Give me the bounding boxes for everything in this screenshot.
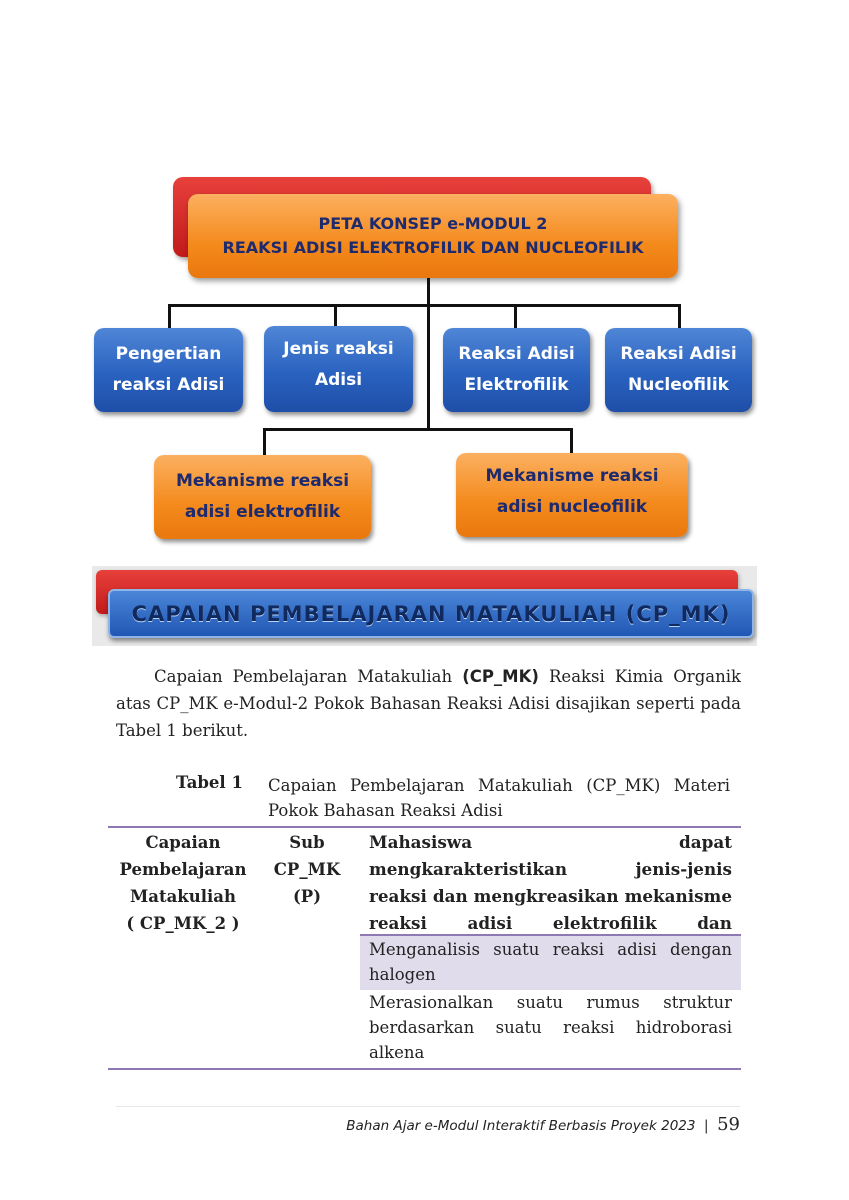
node-line: Mekanisme reaksi [175,471,350,491]
cell-line: (P) [292,887,322,906]
cell-line: Pembelajaran [119,860,247,879]
table-cell-capaian: Capaian Pembelajaran Matakuliah ( CP_MK_… [108,829,258,937]
table-caption-label: Tabel 1 [176,773,243,792]
node-line: Mekanisme reaksi [485,466,659,486]
connector-drop-4 [678,304,681,328]
table-row-highlight [360,936,741,990]
connector-trunk [427,278,430,428]
node-line: adisi nucleofilik [496,497,648,517]
table-top-rule [108,826,741,828]
table-row-rule [360,934,741,936]
connector-branch-top [168,304,681,307]
node-mekanisme-elektrofilik: Mekanisme reaksi adisi elektrofilik [154,455,371,539]
node-line: Nucleofilik [627,375,729,395]
cell-line: Capaian [145,833,221,852]
connector-drop-2 [334,304,337,326]
connector-drop-1 [168,304,171,328]
concept-map-title-line1: PETA KONSEP e-MODUL 2 [318,214,548,233]
footer-divider [116,1106,740,1107]
node-line: Jenis reaksi [283,339,394,359]
node-line: Adisi [314,370,363,390]
paragraph-part1: Capaian Pembelajaran Matakuliah [154,667,463,686]
intro-paragraph: Capaian Pembelajaran Matakuliah (CP_MK) … [116,663,741,744]
section-banner-text: CAPAIAN PEMBELAJARAN MATAKULIAH (CP_MK) [131,601,731,626]
connector-branch-bottom [263,428,573,431]
node-line: Pengertian [115,344,222,364]
connector-drop-6 [570,428,573,453]
page-footer: Bahan Ajar e-Modul Interaktif Berbasis P… [300,1114,740,1135]
connector-drop-3 [514,304,517,328]
cell-line: CP_MK [273,860,341,879]
footer-text: Bahan Ajar e-Modul Interaktif Berbasis P… [346,1118,696,1134]
node-line: Elektrofilik [464,375,569,395]
node-line: Reaksi Adisi [458,344,575,364]
table-cell-sub-item-1: Menganalisis suatu reaksi adisi dengan h… [369,940,732,984]
table-caption-text: Capaian Pembelajaran Matakuliah (CP_MK) … [268,776,730,820]
page-number: 59 [717,1114,740,1135]
node-line: adisi elektrofilik [184,502,341,522]
paragraph-part2: Reaksi Kimia Organik atas CP_MK e-Modul-… [116,667,741,740]
concept-map-title-line2: REAKSI ADISI ELEKTROFILIK DAN NUCLEOFILI… [222,238,644,257]
table-cell-sub-item-2: Merasionalkan suatu rumus struktur berda… [369,993,732,1062]
table-bottom-rule [108,1068,741,1070]
section-banner: CAPAIAN PEMBELAJARAN MATAKULIAH (CP_MK) [108,589,754,638]
concept-map-title: PETA KONSEP e-MODUL 2 REAKSI ADISI ELEKT… [188,194,678,278]
node-line: reaksi Adisi [112,375,225,395]
paragraph-bold: (CP_MK) [462,667,539,686]
node-pengertian: Pengertian reaksi Adisi [94,328,243,412]
node-line: Reaksi Adisi [620,344,737,364]
connector-drop-5 [263,428,266,455]
table-cell-sub-cpmk: Sub CP_MK (P) [263,829,351,910]
node-mekanisme-nucleofilik: Mekanisme reaksi adisi nucleofilik [456,453,688,537]
cell-line: ( CP_MK_2 ) [126,914,240,933]
cell-line: Sub [289,833,325,852]
footer-separator: | [703,1118,709,1134]
cell-line: Matakuliah [130,887,236,906]
